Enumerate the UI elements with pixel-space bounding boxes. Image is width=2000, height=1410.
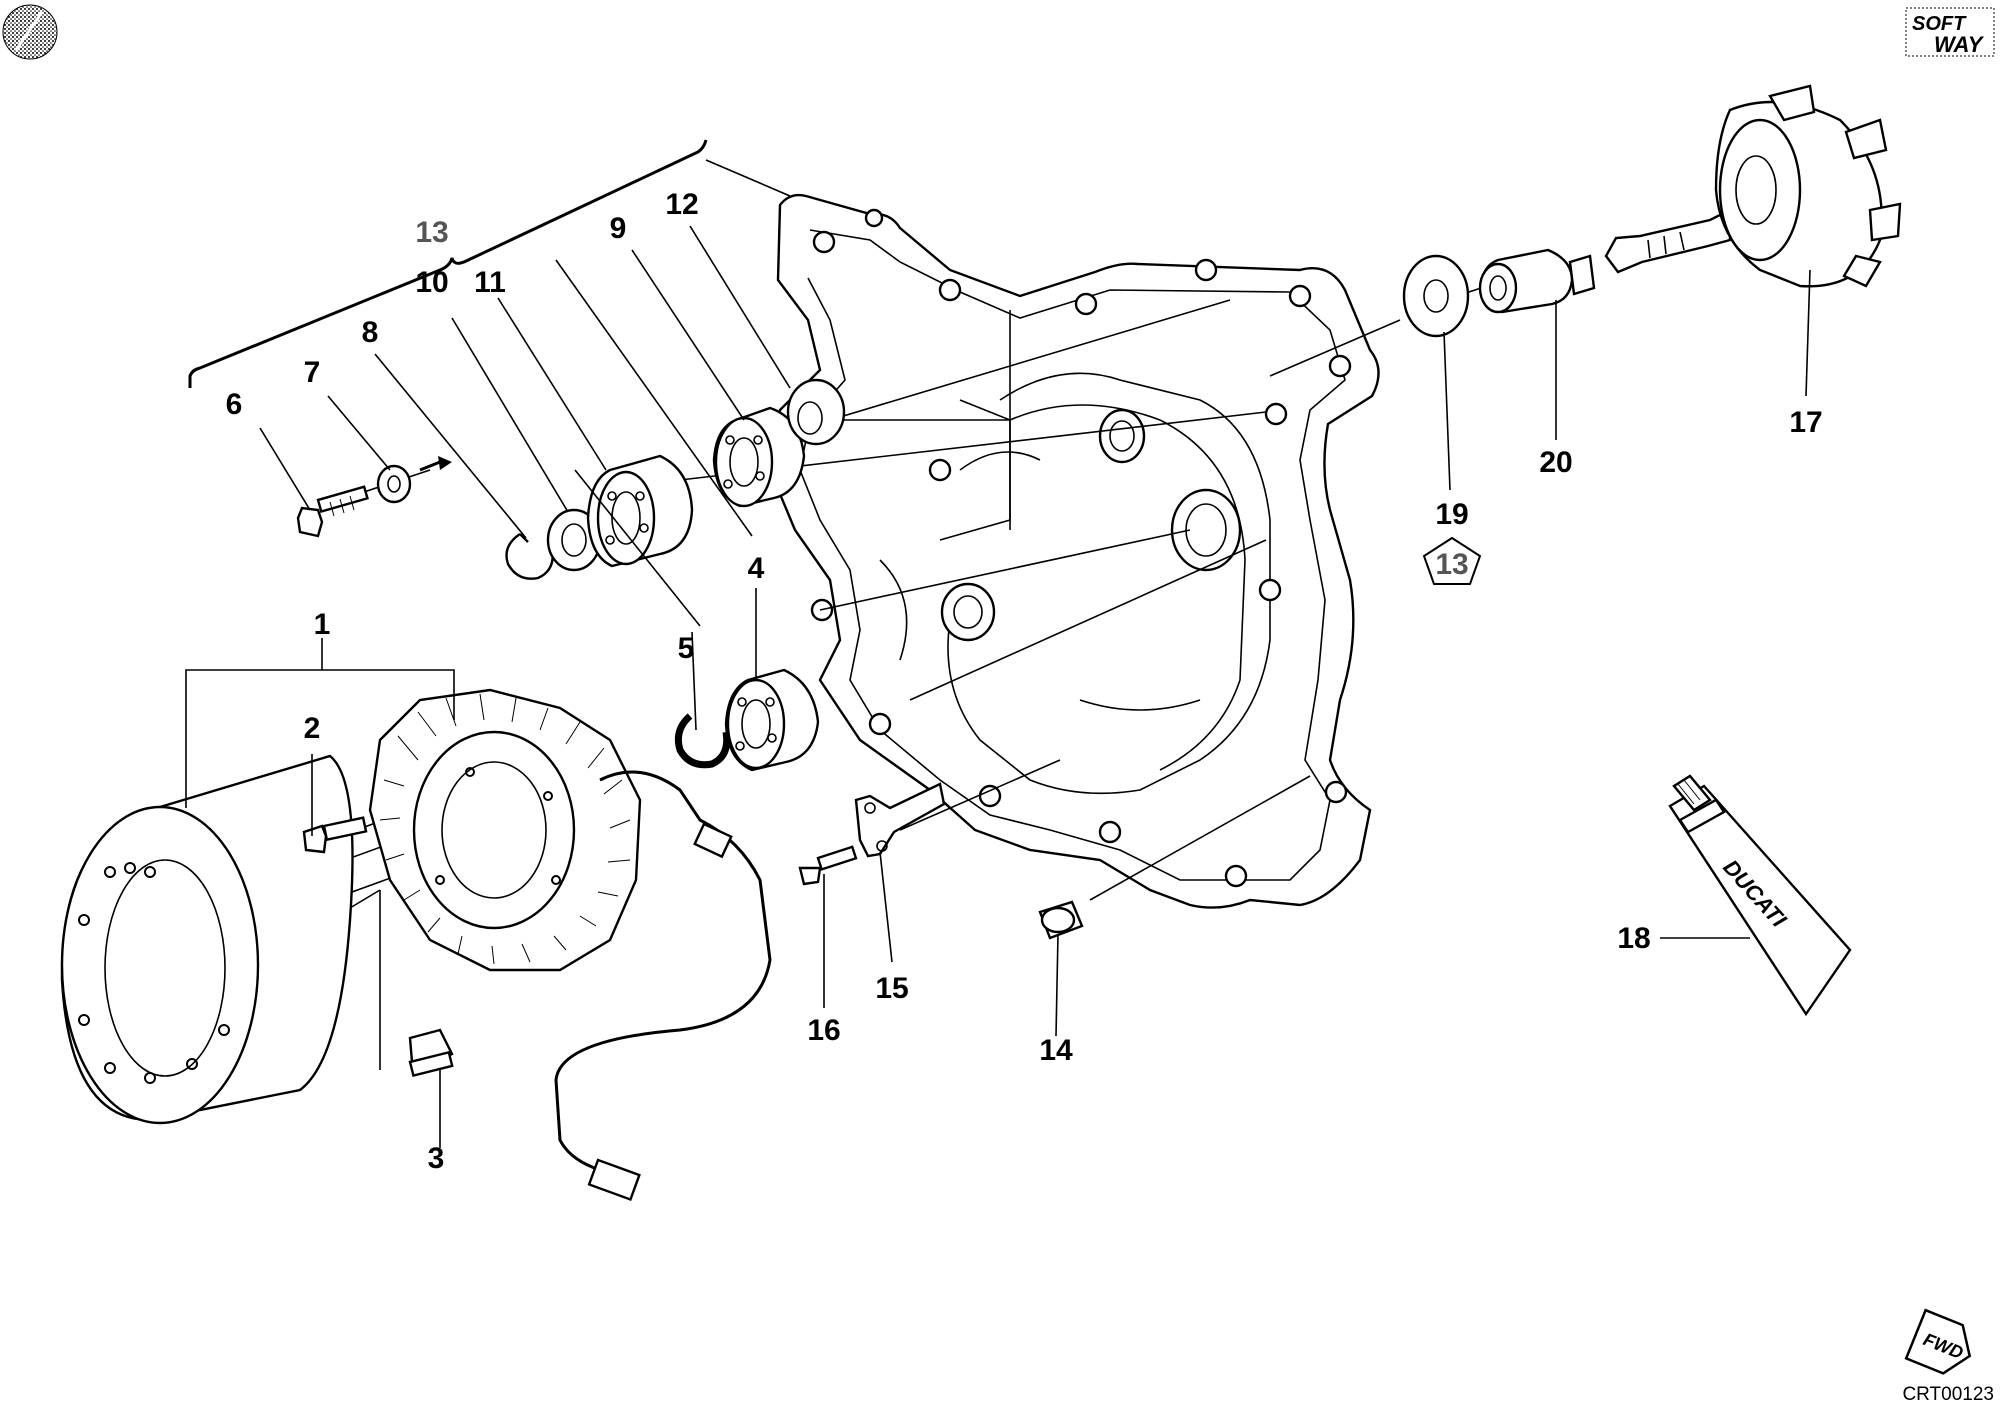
seal-part-19 [1402,254,1470,338]
sealant-tube-part-18: DUCATI [1668,774,1852,1017]
bearing-part-4 [724,668,820,772]
circlip-part-5 [674,713,731,769]
bushing-part-20 [1478,248,1596,314]
callout-8: 8 [362,316,379,349]
callout-6: 6 [226,388,243,421]
washer-part-10 [546,508,602,572]
callout-15: 15 [875,972,908,1005]
generator-assembly-part-1 [60,688,772,1202]
group-bracket-13 [188,139,791,388]
callout-4: 4 [748,552,765,585]
logo-disc-icon [2,4,58,60]
callout-13-group: 13 [415,216,448,249]
callout-7: 7 [304,356,321,389]
callout-12: 12 [665,188,698,221]
circlip-part-8 [505,533,554,580]
callout-10: 10 [415,266,448,299]
leader-lines [185,225,1811,1148]
screw-part-3 [408,1028,454,1078]
callout-17: 17 [1789,406,1822,439]
washer-part-7 [376,456,452,504]
callout-3: 3 [428,1142,445,1175]
fwd-arrow-icon: FWD [1904,1308,1972,1375]
callout-11: 11 [474,266,506,299]
callout-9: 9 [610,212,627,245]
screw-part-16 [798,845,858,886]
callout-19: 19 [1435,498,1468,531]
bearing-part-11 [586,454,694,568]
callout-18: 18 [1617,922,1650,955]
generator-cover [768,193,1380,909]
impeller-shaft-part-17 [1604,84,1902,288]
bracket-part-15 [854,782,946,858]
drawing-code: CRT00123 [1902,1384,1994,1405]
dowel-part-14 [1038,900,1084,940]
brand-line1: SOFT [1912,13,1967,35]
screw-part-2 [302,816,368,854]
callout-2: 2 [304,712,321,745]
callout-1: 1 [314,608,331,641]
softway-logo: SOFT WAY [1905,7,1995,57]
bearing-part-9 [712,406,806,508]
callout-20: 20 [1539,446,1572,479]
bolt-part-6 [296,485,369,538]
callouts: 1 2 3 4 5 6 7 8 9 10 11 12 13 14 15 16 1… [226,188,1823,1175]
badge-13-label: 13 [1435,548,1468,581]
brand-line2: WAY [1934,32,1985,57]
reference-badge-13: 13 [1422,536,1482,585]
callout-16: 16 [807,1014,840,1047]
washer-part-12 [786,378,846,446]
callout-14: 14 [1039,1034,1073,1067]
callout-5: 5 [678,632,695,665]
